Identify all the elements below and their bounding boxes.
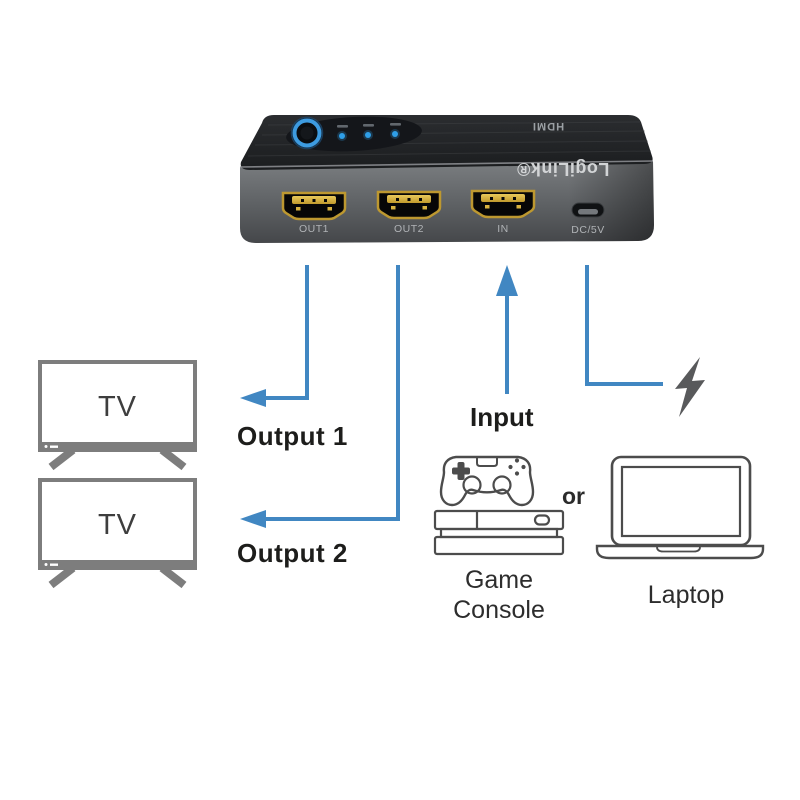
controller-body [439,455,535,507]
power-connection-line [585,265,663,386]
hdmi-switch-device: HDMI LogiLink® OUT1 [239,115,654,243]
console-top-slab [433,509,565,531]
game-console-label: Game Console [434,565,564,625]
tv-leg-right [159,564,187,589]
device-front-face [240,161,654,243]
device-side-shading [568,161,654,242]
console-bottom-slab [433,535,565,556]
port-label-power: DC/5V [571,224,604,236]
led-label-mark [337,125,348,128]
laptop-base-notch [656,545,701,553]
hdmi-port-out1: OUT1 [281,191,347,235]
led-label-mark [390,123,401,126]
game-console-icon [433,509,565,556]
led-indicator-3 [390,123,401,139]
led-label-mark [363,124,374,127]
game-console-label-line1: Game [464,566,534,594]
power-button-ring [292,118,322,148]
or-label: or [562,483,585,509]
tv-icon-1 [38,360,197,471]
arrow-output1-line [253,265,309,400]
input-label: Input [470,402,534,432]
power-button-center [300,126,314,140]
game-console-label-line2: Console [453,596,545,624]
output1-label: Output 1 [237,421,348,451]
port-label-out2: OUT2 [394,223,424,235]
output2-label: Output 2 [237,538,348,568]
laptop-label: Laptop [647,581,725,609]
arrow-input-head [496,265,518,296]
controller-stick-right [492,475,512,495]
tv-power-led [44,563,48,566]
tv-leg-left [48,564,76,589]
controller-dpad [452,462,470,480]
connection-arrows [253,265,663,521]
arrow-output1-head [240,389,266,407]
arrow-output2-line [253,265,400,521]
laptop-screen-bezel [610,455,752,547]
game-controller-icon [439,455,535,507]
tv-leg-right [159,446,187,471]
hdmi-port-in: IN [470,189,536,235]
micro-usb-port: DC/5V [571,202,605,236]
arrowheads [240,265,518,528]
lightning-bolt-icon [675,357,705,417]
tv-ir-window [50,563,58,566]
tv-icon-2 [38,478,197,589]
arrow-output2-head [240,510,266,528]
controller-buttons [508,458,526,476]
console-button-slot [533,514,551,526]
controller-stick-left [462,475,482,495]
console-middle-slab [439,527,559,539]
hdmi-logo-text: HDMI [532,120,564,132]
status-leds [337,123,401,141]
led-indicator-1 [337,125,348,141]
tv-leg-left [48,446,76,471]
laptop-icon [595,455,765,560]
tv-bottom-bar [38,560,197,569]
tv-bottom-bar [38,442,197,451]
port-label-in: IN [497,223,509,235]
brand-text: LogiLink® [517,159,610,179]
device-front-rim [239,160,654,168]
controller-touchpad [476,457,498,467]
power-button-glow [290,116,324,150]
tv2-label: TV [97,509,138,541]
laptop-screen [620,465,742,538]
tv-frame [38,360,197,452]
hdmi-port-out2: OUT2 [376,190,442,235]
led-indicator-2 [363,124,374,140]
port-label-out1: OUT1 [299,223,329,235]
tv1-label: TV [97,391,138,423]
control-panel [286,116,422,152]
tv-ir-window [50,445,58,448]
tv-power-led [44,445,48,448]
